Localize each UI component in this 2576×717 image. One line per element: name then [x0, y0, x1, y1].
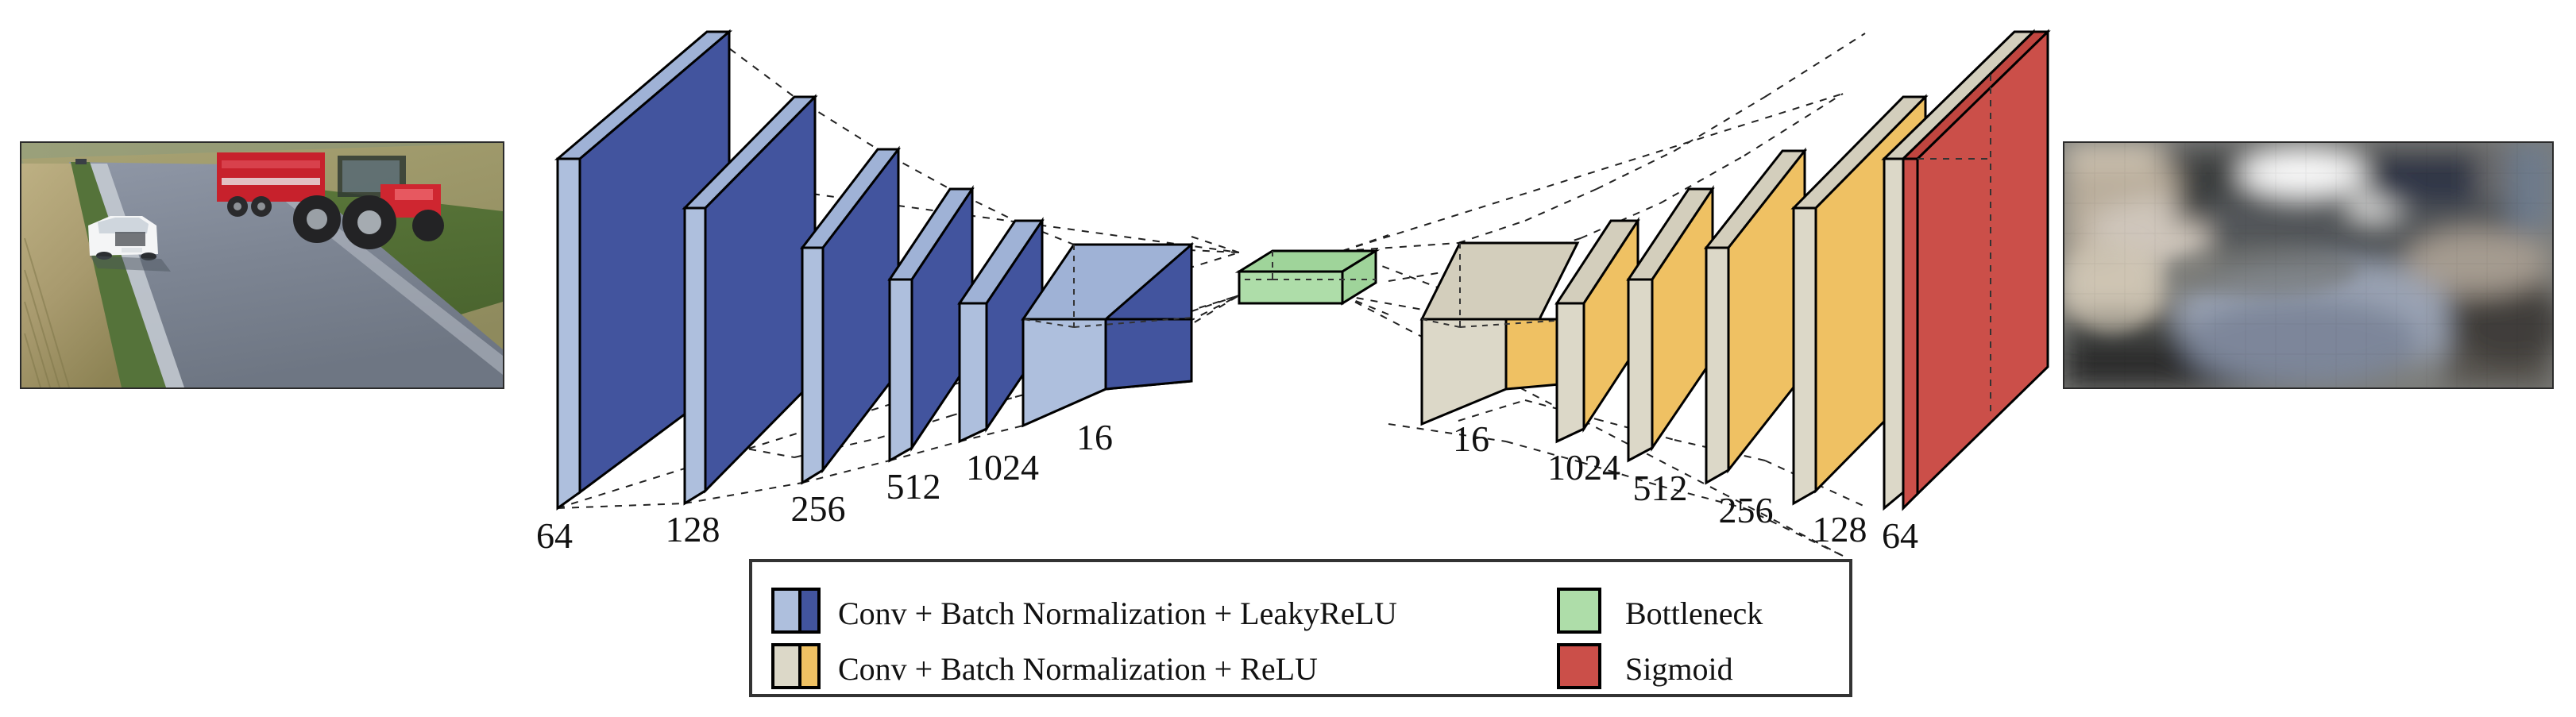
encoder-block-16-label: 16 [1076, 417, 1113, 457]
legend-bottleneck: Bottleneck [1557, 588, 1763, 634]
encoder-block-16: 16 [1021, 241, 1194, 457]
encoder-block-1024-label: 1024 [966, 447, 1039, 488]
decoder-block-16: 16 [1419, 241, 1580, 459]
encoder-block-128: 128 [666, 94, 818, 549]
legend-bottleneck-label: Bottleneck [1625, 596, 1763, 631]
encoder-block-512: 512 [886, 185, 975, 507]
legend-swatch-red [1557, 643, 1601, 689]
bottleneck-block [1234, 249, 1381, 306]
legend-sigmoid: Sigmoid [1557, 643, 1733, 689]
output-image [2063, 141, 2554, 389]
decoder-block-128-label: 128 [1813, 509, 1867, 549]
legend-conv-bn-leakyrelu: Conv + Batch Normalization + LeakyReLU [771, 588, 1397, 634]
legend-conv-bn-relu-label: Conv + Batch Normalization + ReLU [838, 651, 1318, 687]
legend-conv-bn-leakyrelu-label: Conv + Batch Normalization + LeakyReLU [838, 596, 1397, 631]
encoder-block-128-label: 128 [666, 509, 720, 549]
decoder-block-512-label: 512 [1633, 468, 1688, 508]
decoder-block-64-label: 64 [1882, 515, 1918, 556]
decoder-block-256: 256 [1703, 147, 1808, 530]
legend-conv-bn-relu: Conv + Batch Normalization + ReLU [771, 643, 1318, 689]
legend-swatch-amber [798, 643, 821, 689]
sigmoid-output-block [1900, 29, 2051, 511]
legend-box [749, 559, 1852, 697]
decoder-block-1024-label: 1024 [1547, 447, 1620, 488]
decoder-block-256-label: 256 [1719, 490, 1774, 530]
decoder-block-16-label: 16 [1453, 418, 1489, 459]
legend: Conv + Batch Normalization + LeakyReLU C… [749, 559, 1852, 697]
legend-swatch-blue-dark [798, 588, 821, 634]
decoder-block-1024: 1024 [1547, 216, 1640, 488]
encoder-block-1024: 1024 [957, 217, 1045, 488]
input-image [20, 141, 504, 389]
encoder-block-512-label: 512 [886, 466, 941, 507]
encoder-block-64-label: 64 [536, 515, 573, 556]
decoder-block-512: 512 [1626, 185, 1715, 508]
encoder-block-256-label: 256 [791, 488, 846, 529]
legend-sigmoid-label: Sigmoid [1625, 651, 1733, 687]
legend-swatch-green [1557, 588, 1601, 634]
